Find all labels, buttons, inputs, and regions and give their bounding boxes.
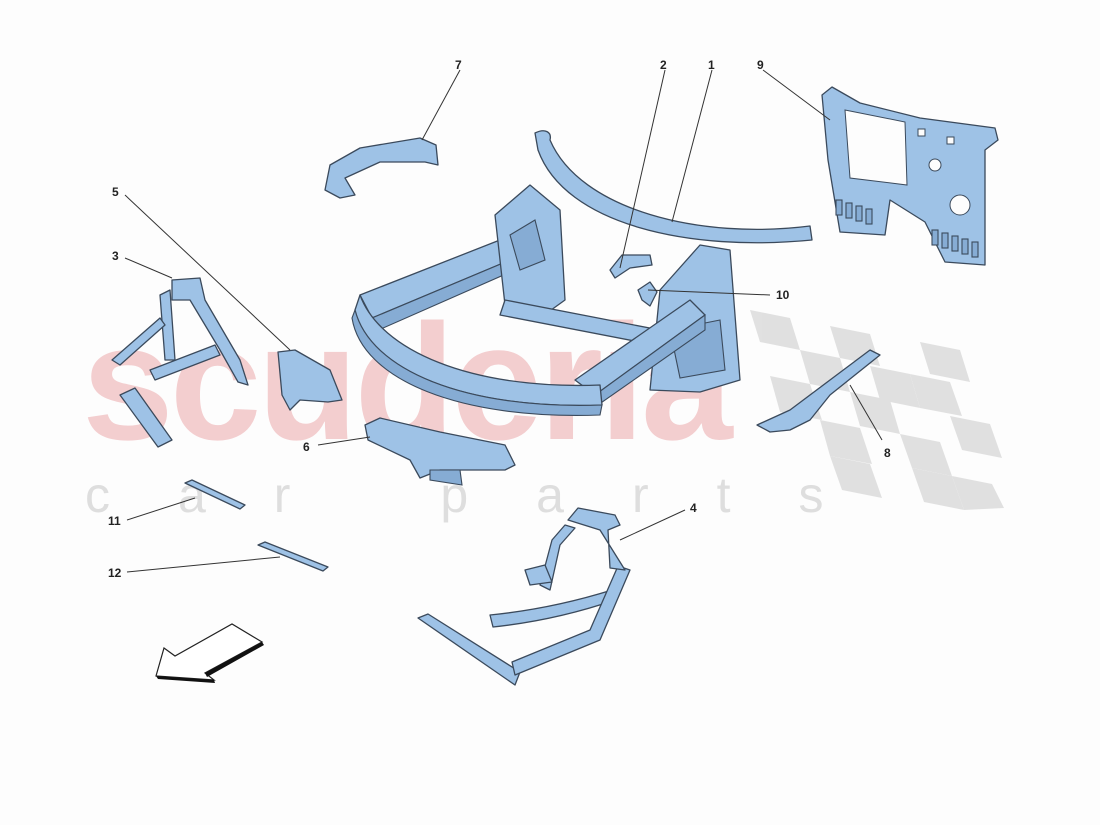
part-8-right-rail[interactable] [756,349,881,433]
part-10-bracket[interactable] [637,281,658,307]
callout-7[interactable]: 7 [455,58,462,72]
part-6-lower-rail[interactable] [364,417,516,486]
callout-9[interactable]: 9 [757,58,764,72]
callout-4[interactable]: 4 [690,501,697,515]
callout-11[interactable]: 11 [108,514,121,528]
part-12-strip[interactable] [257,541,329,572]
callout-1[interactable]: 1 [708,58,715,72]
callout-6[interactable]: 6 [303,440,310,454]
part-1-front-frame[interactable] [351,130,813,416]
callout-10[interactable]: 10 [776,288,790,302]
part-11-strip[interactable] [184,479,246,510]
part-3-side-frame[interactable] [111,277,249,448]
part-4-front-subframe[interactable] [417,507,631,686]
callout-8[interactable]: 8 [884,446,891,460]
callout-2[interactable]: 2 [660,58,667,72]
leader-lines [124,69,883,573]
front-direction-arrow [155,623,264,683]
part-7-upper-arch[interactable] [324,137,439,199]
part-9-bulkhead-panel[interactable] [821,86,999,266]
callout-5[interactable]: 5 [112,185,119,199]
callout-3[interactable]: 3 [112,249,119,263]
part-2-bracket[interactable] [609,254,653,279]
callout-12[interactable]: 12 [108,566,122,580]
part-5-reinforcement[interactable] [277,349,343,411]
